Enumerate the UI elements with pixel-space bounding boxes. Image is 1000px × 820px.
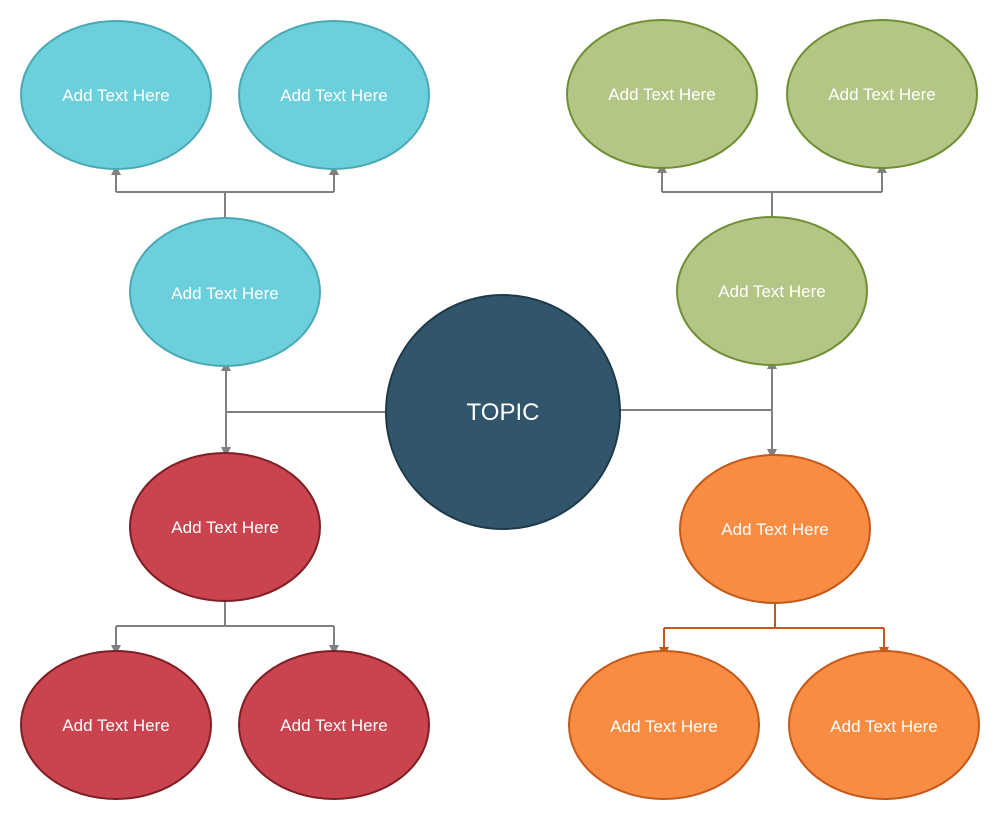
blue-child2-node[interactable]: Add Text Here: [238, 20, 430, 170]
orange-child1-ellipse: [569, 651, 759, 799]
red-child1-label: Add Text Here: [62, 716, 169, 735]
topic-outline: [385, 294, 621, 530]
red-child2-outline: [238, 650, 430, 800]
green-parent-ellipse: [677, 217, 867, 365]
green-child2-outline: [786, 19, 978, 169]
orange-child2-ellipse: [789, 651, 979, 799]
orange-parent-outline: [679, 454, 871, 604]
blue-branch-connectors: [111, 165, 339, 218]
green-child2-label: Add Text Here: [828, 85, 935, 104]
blue-child1-ellipse: [21, 21, 211, 169]
blue-parent-outline: [129, 217, 321, 367]
blue-child2-label: Add Text Here: [280, 86, 387, 105]
blue-child2-ellipse: [239, 21, 429, 169]
red-parent-outline: [129, 452, 321, 602]
center-connectors: [221, 359, 777, 459]
blue-child2-outline: [238, 20, 430, 170]
red-child2-node[interactable]: Add Text Here: [238, 650, 430, 800]
blue-child1-node[interactable]: Add Text Here: [20, 20, 212, 170]
orange-parent-node[interactable]: Add Text Here: [679, 454, 871, 604]
green-child1-node[interactable]: Add Text Here: [566, 19, 758, 169]
orange-child2-label: Add Text Here: [830, 717, 937, 736]
red-child1-ellipse: [21, 651, 211, 799]
orange-child1-outline: [568, 650, 760, 800]
green-child1-label: Add Text Here: [608, 85, 715, 104]
green-parent-outline: [676, 216, 868, 366]
orange-child1-node[interactable]: Add Text Here: [568, 650, 760, 800]
red-parent-ellipse: [130, 453, 320, 601]
green-child1-ellipse: [567, 20, 757, 168]
topic-node[interactable]: TOPIC: [385, 294, 621, 530]
blue-parent-label: Add Text Here: [171, 284, 278, 303]
red-child2-label: Add Text Here: [280, 716, 387, 735]
orange-parent-label: Add Text Here: [721, 520, 828, 539]
orange-child2-outline: [788, 650, 980, 800]
green-child1-outline: [566, 19, 758, 169]
blue-child1-label: Add Text Here: [62, 86, 169, 105]
red-parent-label: Add Text Here: [171, 518, 278, 537]
orange-child1-label: Add Text Here: [610, 717, 717, 736]
topic-label: TOPIC: [467, 399, 540, 426]
red-child1-node[interactable]: Add Text Here: [20, 650, 212, 800]
red-child2-ellipse: [239, 651, 429, 799]
blue-parent-ellipse: [130, 218, 320, 366]
topic-circle: [386, 295, 620, 529]
blue-parent-node[interactable]: Add Text Here: [129, 217, 321, 367]
green-parent-node[interactable]: Add Text Here: [676, 216, 868, 366]
orange-child2-node[interactable]: Add Text Here: [788, 650, 980, 800]
blue-child1-outline: [20, 20, 212, 170]
red-branch-connectors: [111, 600, 339, 655]
green-branch-connectors: [657, 163, 887, 218]
red-parent-node[interactable]: Add Text Here: [129, 452, 321, 602]
green-parent-label: Add Text Here: [718, 282, 825, 301]
green-child2-node[interactable]: Add Text Here: [786, 19, 978, 169]
red-child1-outline: [20, 650, 212, 800]
green-child2-ellipse: [787, 20, 977, 168]
orange-branch-connectors: [659, 602, 889, 657]
orange-parent-ellipse: [680, 455, 870, 603]
